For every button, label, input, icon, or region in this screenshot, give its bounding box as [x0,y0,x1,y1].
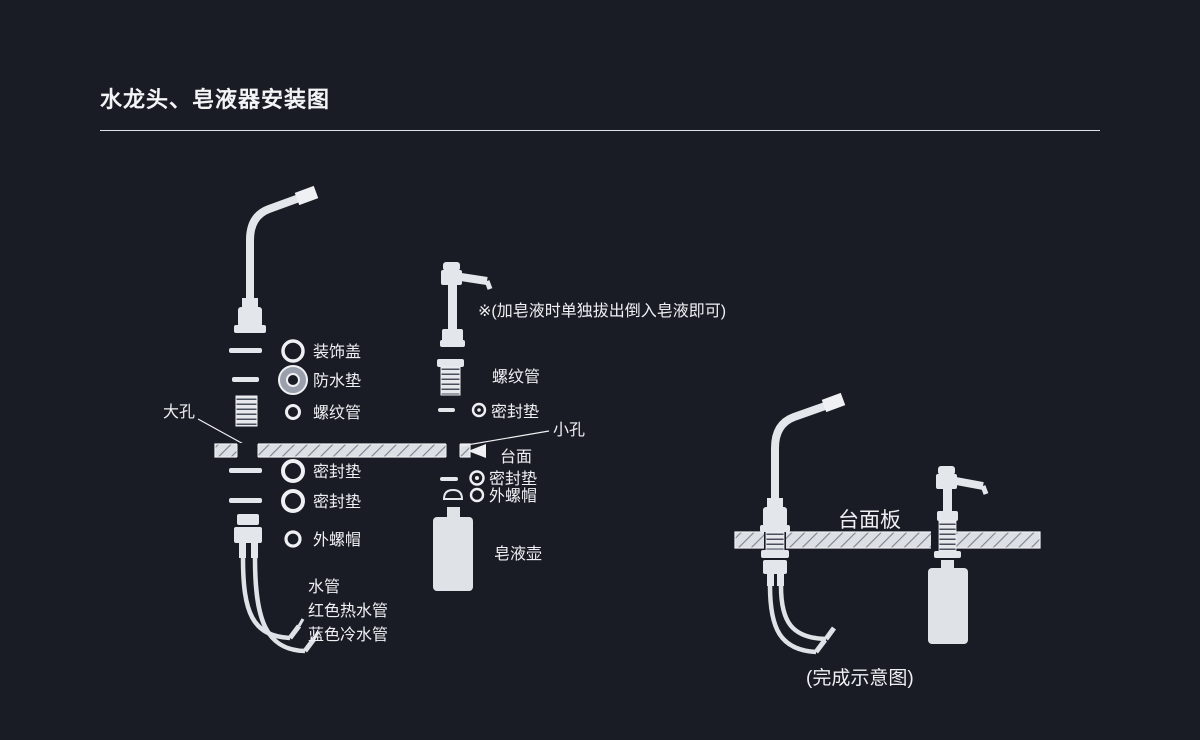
soap-seal-upper-label: 密封垫 [491,403,539,421]
large-hole-leader-line [197,418,248,447]
soap-pump-icon [440,262,493,347]
seal-lower-label: 密封垫 [313,493,361,511]
finished-soap-dispenser-icon [928,466,989,644]
page-title: 水龙头、皂液器安装图 [100,87,331,112]
finished-view: 台面板 [734,392,1041,689]
large-hole [237,443,258,458]
countertop-callout: 台面 [468,444,532,466]
soap-seal-ring-icon [469,470,485,486]
water-hoses-icon [240,557,320,654]
small-hole-leader-line [460,430,550,447]
decorative-cover-ring-icon [281,339,305,363]
large-hole-label: 大孔 [163,403,195,421]
soap-bottle-label: 皂液壶 [494,545,542,563]
finished-view-caption: (完成示意图) [806,667,914,689]
soap-seal-side-icon [440,477,458,481]
soap-seal-side-icon [438,408,455,412]
waterproof-pad-row: 防水垫 [232,365,361,395]
decorative-cover-row: 装饰盖 [229,339,361,363]
seal-side-icon [229,468,262,473]
seal-upper-row: 密封垫 [229,459,361,483]
soap-threaded-tube-row: 螺纹管 [437,359,540,396]
decorative-cover-label: 装饰盖 [313,343,361,361]
seal-lower-row: 密封垫 [229,489,361,513]
large-hole-callout: 大孔 [163,403,248,447]
arrow-left-icon [468,444,486,458]
soap-seal-lower-label: 密封垫 [489,470,537,488]
countertop-label: 台面 [500,448,532,466]
soap-outer-nut-icon [469,487,485,503]
hose-connector-icon [234,514,262,558]
counter-board-label: 台面板 [838,509,901,532]
seal-upper-label: 密封垫 [313,463,361,481]
waterproof-pad-label: 防水垫 [313,372,361,390]
small-hole-label: 小孔 [553,421,585,439]
outer-nut-row: 外螺帽 [284,530,361,549]
small-hole-callout: 小孔 [460,421,585,447]
soap-threaded-tube-label: 螺纹管 [492,368,540,386]
outer-nut-label: 外螺帽 [313,531,361,549]
waterproof-pad-ring-icon [279,366,307,394]
small-hole [446,443,460,458]
decorative-cover-side-icon [229,348,262,353]
cold-water-pipe-label: 蓝色冷水管 [308,626,388,644]
soap-refill-note: ※(加皂液时单独拔出倒入皂液即可) [478,302,726,320]
threaded-tube-row: 螺纹管 [235,395,361,427]
counter-board [734,531,1041,549]
water-pipe-label: 水管 [308,578,340,596]
seal-ring-icon [281,459,305,483]
seal-side-icon [229,498,262,503]
soap-seal-lower-row: 密封垫 [440,470,537,488]
soap-bottle-icon [433,507,473,591]
soap-outer-nut-label: 外螺帽 [489,487,537,505]
seal-ring-icon [281,489,305,513]
threaded-tube-ring-icon [285,404,301,420]
title-underline [100,130,1100,131]
soap-nut-cap-icon [442,488,464,500]
countertop-bar [214,443,471,458]
soap-seal-upper-row: 密封垫 [438,402,539,421]
threaded-tube-label: 螺纹管 [313,404,361,422]
soap-threaded-tube-icon [440,366,461,396]
finished-faucet-icon [760,392,846,655]
waterproof-pad-side-icon [232,377,259,382]
soap-seal-ring-icon [471,402,487,418]
hot-water-pipe-label: 红色热水管 [308,602,388,620]
faucet-icon [234,185,319,333]
threaded-tube-icon [235,395,258,427]
outer-nut-icon [284,530,302,548]
soap-outer-nut-row: 外螺帽 [442,487,537,505]
